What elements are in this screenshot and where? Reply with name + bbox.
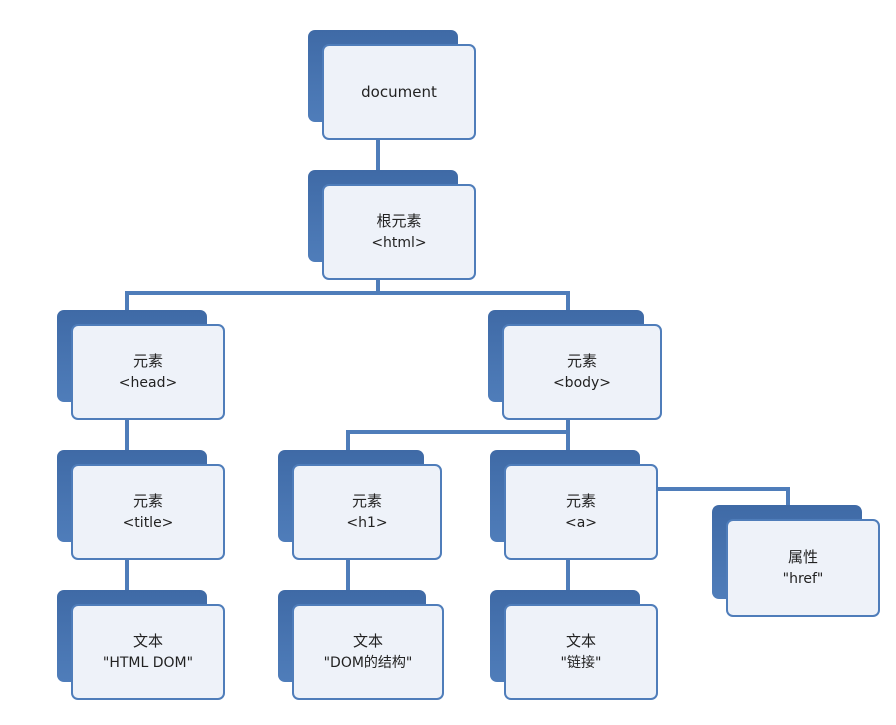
node-text-link-value: "链接" [560,655,602,671]
node-head-tag: <head> [118,375,178,391]
node-text-dom-structure: 文本 "DOM的结构" [278,590,444,700]
connector-body-children [346,416,570,452]
node-a-label: 元素 [565,492,596,510]
node-text-link-label: 文本 [565,632,596,650]
node-text-html-dom: 文本 "HTML DOM" [57,590,225,700]
node-a-tag: <a> [564,515,598,531]
node-text-link: 文本 "链接" [490,590,658,700]
node-body-label: 元素 [566,352,597,370]
node-h1-tag: <h1> [346,515,388,531]
connector-a-href [654,487,790,507]
node-href-attribute: 属性 "href" [712,505,880,617]
node-document-label: document [361,83,437,101]
connector-html-children [125,276,380,312]
node-html-tag: <html> [371,235,427,251]
node-head: 元素 <head> [57,310,225,420]
node-head-label: 元素 [132,352,163,370]
node-body-tag: <body> [552,375,612,391]
node-text-html-dom-value: "HTML DOM" [102,655,194,671]
node-title-tag: <title> [122,515,174,531]
node-h1: 元素 <h1> [278,450,442,560]
node-title: 元素 <title> [57,450,225,560]
node-document: document [308,30,476,140]
node-a: 元素 <a> [490,450,658,560]
node-h1-label: 元素 [351,492,382,510]
node-href-label: 属性 [787,548,818,566]
node-html: 根元素 <html> [308,170,476,280]
node-html-label: 根元素 [376,212,422,230]
node-href-value: "href" [782,571,824,587]
node-title-label: 元素 [132,492,163,510]
node-text-dom-structure-label: 文本 [352,632,383,650]
node-text-html-dom-label: 文本 [132,632,163,650]
node-body: 元素 <body> [488,310,662,420]
connector-html-body [376,291,570,312]
node-text-dom-structure-value: "DOM的结构" [323,655,413,671]
